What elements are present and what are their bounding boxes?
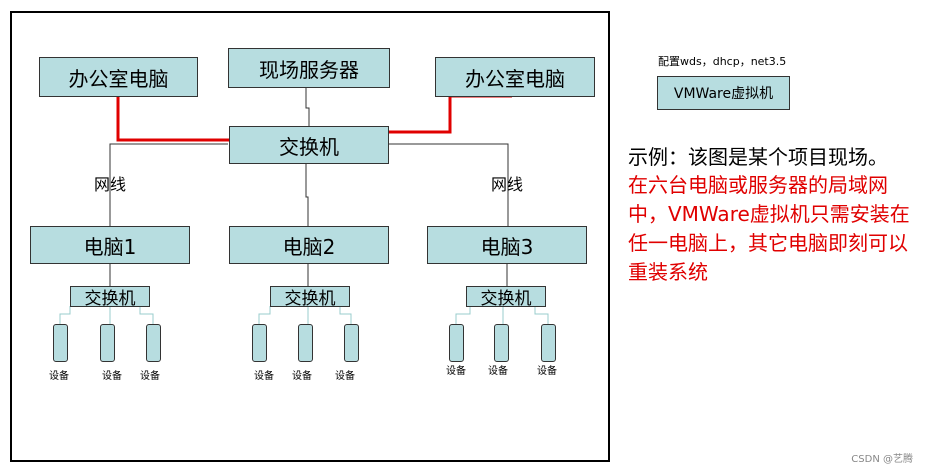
switch-to-pc1-line <box>109 143 228 226</box>
device-label: 设备 <box>488 366 508 377</box>
dev-line <box>258 306 271 325</box>
site-server-label: 现场服务器 <box>259 57 359 82</box>
device-icon <box>146 324 161 362</box>
device-label: 设备 <box>140 371 160 382</box>
site-server-box: 现场服务器 <box>228 48 390 88</box>
pc3-switch-box: 交换机 <box>466 286 546 307</box>
device-label: 设备 <box>335 371 355 382</box>
switch-to-pc2-line <box>305 164 309 226</box>
office-pc-left-box: 办公室电脑 <box>39 57 198 97</box>
pc1-box: 电脑1 <box>30 226 190 264</box>
device-label: 设备 <box>49 371 69 382</box>
pc3-switch-label: 交换机 <box>480 289 532 307</box>
dev-line <box>455 306 471 325</box>
device-icon <box>449 324 464 362</box>
main-switch-label: 交换机 <box>279 134 339 159</box>
device-icon <box>298 324 313 362</box>
device-label: 设备 <box>537 366 557 377</box>
example-note: 示例：该图是某个项目现场。 <box>628 145 888 169</box>
red-link-left <box>116 96 229 142</box>
switch-to-pc3-line <box>389 143 509 226</box>
vmware-box: VMWare虚拟机 <box>657 76 790 110</box>
office-pc-left-label: 办公室电脑 <box>68 66 169 91</box>
office-pc-right-box: 办公室电脑 <box>435 57 595 97</box>
device-icon <box>100 324 115 362</box>
pc1-switch-box: 交换机 <box>70 286 150 307</box>
pc2-box: 电脑2 <box>229 226 389 264</box>
watermark: CSDN @艺腾 <box>851 454 913 465</box>
vmware-label: VMWare虚拟机 <box>673 86 774 102</box>
device-label: 设备 <box>102 371 122 382</box>
red-note: 在六台电脑或服务器的局域网中，VMWare虚拟机只需安装在任一电脑上，其它电脑即… <box>628 173 910 284</box>
pc1-label: 电脑1 <box>83 234 137 259</box>
dev-line <box>339 306 352 325</box>
cable-label-left: 网线 <box>94 175 127 194</box>
office-pc-right-label: 办公室电脑 <box>465 66 565 91</box>
pc2-switch-box: 交换机 <box>270 286 350 307</box>
device-icon <box>53 324 68 362</box>
config-note: 配置wds，dhcp，net3.5 <box>658 55 787 68</box>
main-switch-box: 交换机 <box>229 126 389 164</box>
device-label: 设备 <box>292 371 312 382</box>
pc1-switch-label: 交换机 <box>84 289 136 307</box>
dev-line <box>139 306 154 325</box>
device-icon <box>494 324 509 362</box>
device-icon <box>541 324 556 362</box>
red-link-right <box>389 94 512 134</box>
dev-line <box>59 306 71 325</box>
pc3-label: 电脑3 <box>480 234 534 259</box>
pc2-switch-label: 交换机 <box>284 289 336 307</box>
dev-line <box>534 306 549 325</box>
device-label: 设备 <box>254 371 274 382</box>
cable-label-right: 网线 <box>491 175 524 194</box>
diagram-frame <box>10 11 610 462</box>
pc3-box: 电脑3 <box>427 226 587 264</box>
device-label: 设备 <box>446 366 466 377</box>
device-icon <box>344 324 359 362</box>
pc2-label: 电脑2 <box>282 234 336 259</box>
device-icon <box>252 324 267 362</box>
server-to-switch-line <box>305 87 310 126</box>
